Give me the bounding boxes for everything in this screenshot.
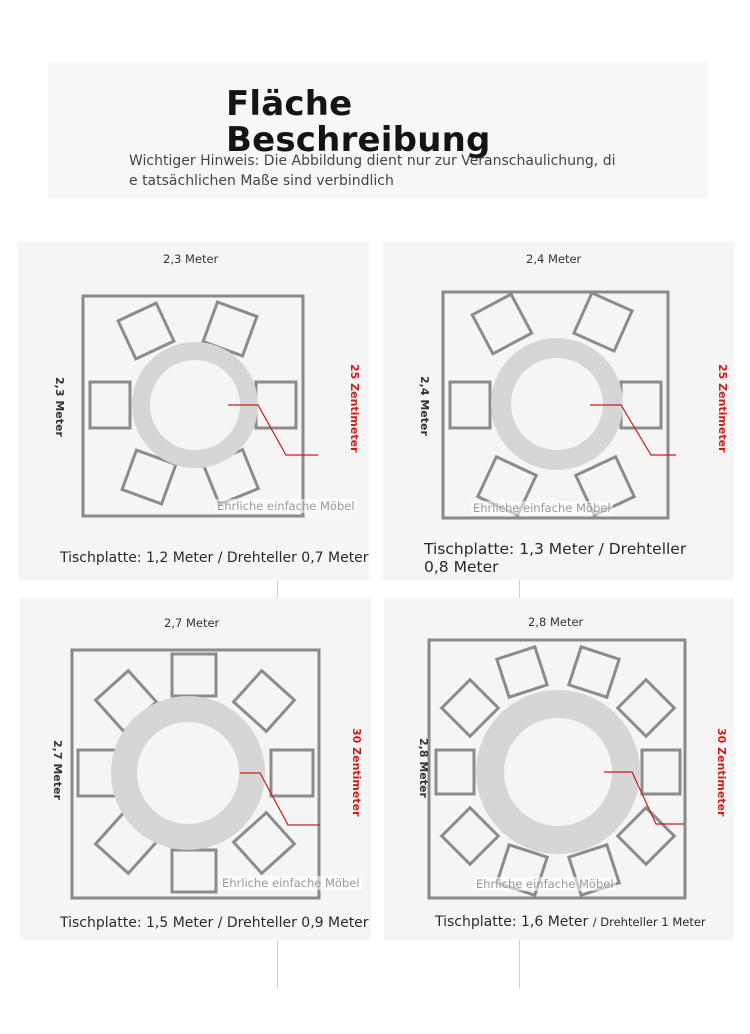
chair [470, 292, 534, 356]
room-diagram-2 [441, 290, 676, 520]
room-outline [70, 648, 321, 900]
chair [439, 677, 501, 739]
chair [439, 805, 501, 867]
gap-label: 30 Zentimeter [715, 728, 728, 817]
chair [231, 810, 297, 876]
page-title: Fläche Beschreibung [226, 84, 491, 160]
chair [170, 652, 218, 698]
room-outline [441, 290, 670, 520]
panel-caption: Tischplatte: 1,5 Meter / Drehteller 0,9 … [60, 915, 369, 931]
layout-panel-3: 2,7 Meter 2,7 Meter 30 Zentimeter Ehrlic… [20, 598, 371, 940]
room-diagram-4 [427, 638, 687, 900]
guide-line [277, 560, 278, 610]
width-label: 2,8 Meter [528, 615, 584, 629]
guide-line [519, 940, 520, 988]
caption-text: Tischplatte: 1,3 Meter / Drehteller 0,8 … [424, 540, 687, 576]
width-label: 2,7 Meter [164, 616, 220, 630]
layout-panel-2: 2,4 Meter 2,4 Meter 25 Zentimeter Ehrlic… [383, 242, 734, 580]
caption-small: / Drehteller 1 Meter [592, 915, 706, 929]
guide-line [277, 940, 278, 988]
room-outline [81, 294, 305, 518]
height-label: 2,8 Meter [417, 738, 430, 798]
caption-main: Tischplatte: 1,6 Meter [435, 914, 589, 930]
chair [170, 848, 218, 894]
table-top [111, 696, 265, 850]
gap-indicator [590, 404, 676, 456]
guide-line [519, 570, 520, 610]
height-label: 2,4 Meter [418, 376, 431, 436]
gap-indicator [604, 771, 684, 825]
room-diagram-1 [81, 294, 318, 518]
chair [116, 301, 176, 361]
chair [269, 748, 315, 798]
panel-caption: Tischplatte: 1,3 Meter / Drehteller 0,8 … [424, 540, 694, 576]
panel-caption: Tischplatte: 1,6 Meter / Drehteller 1 Me… [435, 913, 706, 931]
width-label: 2,4 Meter [526, 252, 582, 266]
chair [619, 380, 663, 430]
gap-label: 30 Zentimeter [350, 728, 363, 817]
chair [640, 748, 682, 796]
panel-caption: Tischplatte: 1,2 Meter / Drehteller 0,7 … [60, 550, 369, 566]
chair [88, 380, 132, 430]
chair [566, 644, 622, 700]
chair [434, 748, 476, 796]
chair [448, 380, 492, 430]
watermark: Ehrliche einfache Möbel [471, 501, 613, 515]
chair [571, 290, 635, 354]
header-band [48, 62, 708, 198]
chair [615, 677, 677, 739]
layout-panel-4: 2,8 Meter 2,8 Meter 30 Zentimeter Ehrlic… [384, 598, 734, 940]
width-label: 2,3 Meter [163, 252, 219, 266]
chair [231, 668, 297, 734]
gap-indicator [228, 404, 318, 456]
chair [573, 454, 637, 518]
height-label: 2,7 Meter [51, 740, 64, 800]
chair [494, 644, 550, 700]
height-label: 2,3 Meter [53, 377, 66, 437]
room-diagram-3 [70, 648, 321, 900]
gap-label: 25 Zentimeter [716, 364, 729, 453]
watermark: Ehrliche einfache Möbel [474, 877, 616, 891]
gap-indicator [240, 772, 320, 826]
layout-panel-1: 2,3 Meter 2,3 Meter 25 Zentimeter Ehrlic… [18, 242, 369, 580]
chair [615, 805, 677, 867]
chair [254, 380, 298, 430]
chair [120, 448, 178, 506]
notice-text: Wichtiger Hinweis: Die Abbildung dient n… [129, 153, 616, 189]
table-top [491, 338, 623, 470]
gap-label: 25 Zentimeter [348, 364, 361, 453]
watermark: Ehrliche einfache Möbel [220, 876, 362, 890]
room-outline [427, 638, 687, 900]
watermark: Ehrliche einfache Möbel [215, 499, 357, 513]
